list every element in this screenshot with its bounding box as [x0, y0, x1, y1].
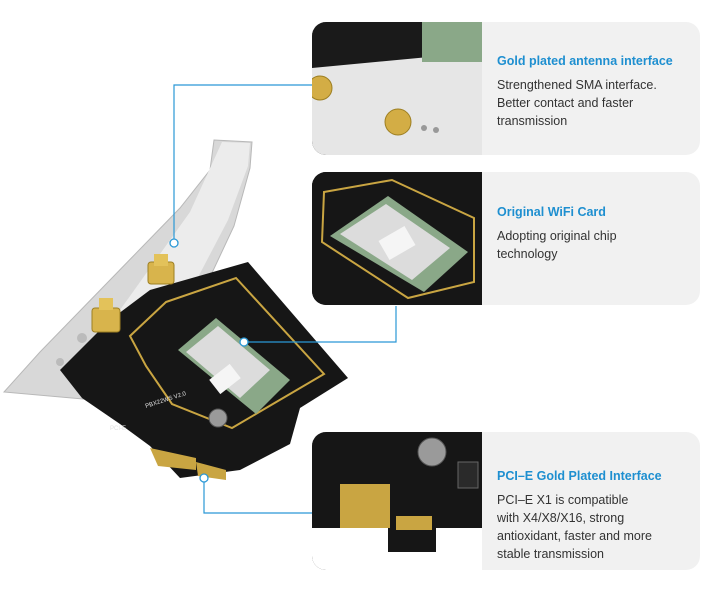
feature-desc-line: transmission	[497, 114, 568, 128]
feature-card-antenna: Gold plated antenna interface Strengthen…	[312, 22, 700, 155]
callout-lines	[173, 84, 397, 514]
feature-desc-line: Strengthened SMA interface.	[497, 78, 657, 92]
feature-desc-line: Adopting original chip	[497, 229, 617, 243]
wifi-card-closeup-photo	[312, 172, 482, 305]
callout-dot-antenna	[169, 238, 179, 248]
feature-description: Strengthened SMA interface. Better conta…	[497, 76, 692, 130]
feature-title: Original WiFi Card	[497, 205, 606, 219]
feature-description: Adopting original chip technology	[497, 227, 692, 263]
feature-desc-line: antioxidant, faster and more	[497, 529, 652, 543]
sma-connector-1	[147, 254, 175, 285]
feature-title: Gold plated antenna interface	[497, 54, 673, 68]
callout-dot-pcie	[199, 473, 209, 483]
wifi-card	[178, 318, 290, 414]
callout-dot-wifi	[239, 337, 249, 347]
pcie-closeup-photo	[312, 432, 482, 570]
feature-desc-line: technology	[497, 247, 558, 261]
sma-connector-2	[91, 298, 121, 333]
feature-card-pcie: PCI–E Gold Plated Interface PCI–E X1 is …	[312, 432, 700, 570]
feature-desc-line: with X4/X8/X16, strong	[497, 511, 625, 525]
feature-title: PCI–E Gold Plated Interface	[497, 469, 662, 483]
feature-desc-line: Better contact and faster	[497, 96, 634, 110]
feature-description: PCI–E X1 is compatible with X4/X8/X16, s…	[497, 491, 692, 563]
feature-desc-line: stable transmission	[497, 547, 604, 561]
capacitor	[208, 408, 228, 428]
feature-card-wifi: Original WiFi Card Adopting original chi…	[312, 172, 700, 305]
slot-label: PCI-E	[110, 426, 126, 432]
antenna-closeup-photo	[312, 22, 482, 155]
pcb-board: PCI-E PBX22WS V2.0	[60, 262, 348, 480]
feature-desc-line: PCI–E X1 is compatible	[497, 493, 629, 507]
